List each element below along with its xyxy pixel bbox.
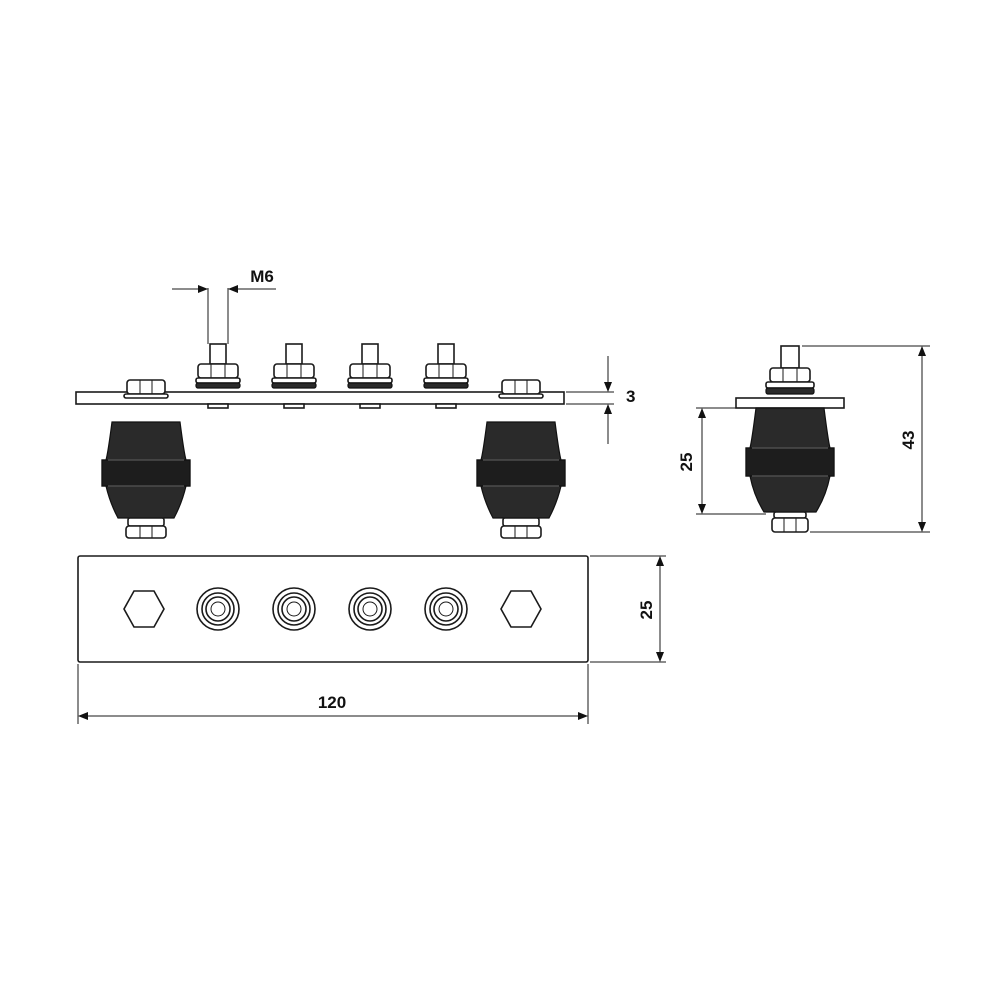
stud-top-3 xyxy=(348,587,392,631)
stud-top-1 xyxy=(196,587,240,631)
thickness-dimension: 3 xyxy=(566,356,635,444)
thread-dimension: M6 xyxy=(172,267,276,344)
insulator-height-dimension: 25 xyxy=(677,407,766,515)
insulator-height-label: 25 xyxy=(677,453,696,472)
total-height-dimension: 43 xyxy=(802,345,930,533)
stud-top-2 xyxy=(272,587,316,631)
stud-top-4 xyxy=(424,587,468,631)
thread-label: M6 xyxy=(250,267,274,286)
plate-length-label: 120 xyxy=(318,693,346,712)
busbar-plate xyxy=(75,391,565,405)
plate-width-label: 25 xyxy=(637,601,656,620)
hex-nut-right xyxy=(500,590,542,628)
plate-length-dimension: 120 xyxy=(77,664,589,724)
top-plate xyxy=(77,555,589,663)
total-height-label: 43 xyxy=(899,431,918,450)
side-view: 25 43 xyxy=(677,345,930,533)
hex-nut-left xyxy=(123,590,165,628)
plate-width-dimension: 25 xyxy=(590,555,666,663)
top-view: 25 120 xyxy=(77,555,666,724)
front-view: M6 3 xyxy=(75,267,635,539)
side-plate xyxy=(735,397,845,409)
thickness-label: 3 xyxy=(626,387,635,406)
